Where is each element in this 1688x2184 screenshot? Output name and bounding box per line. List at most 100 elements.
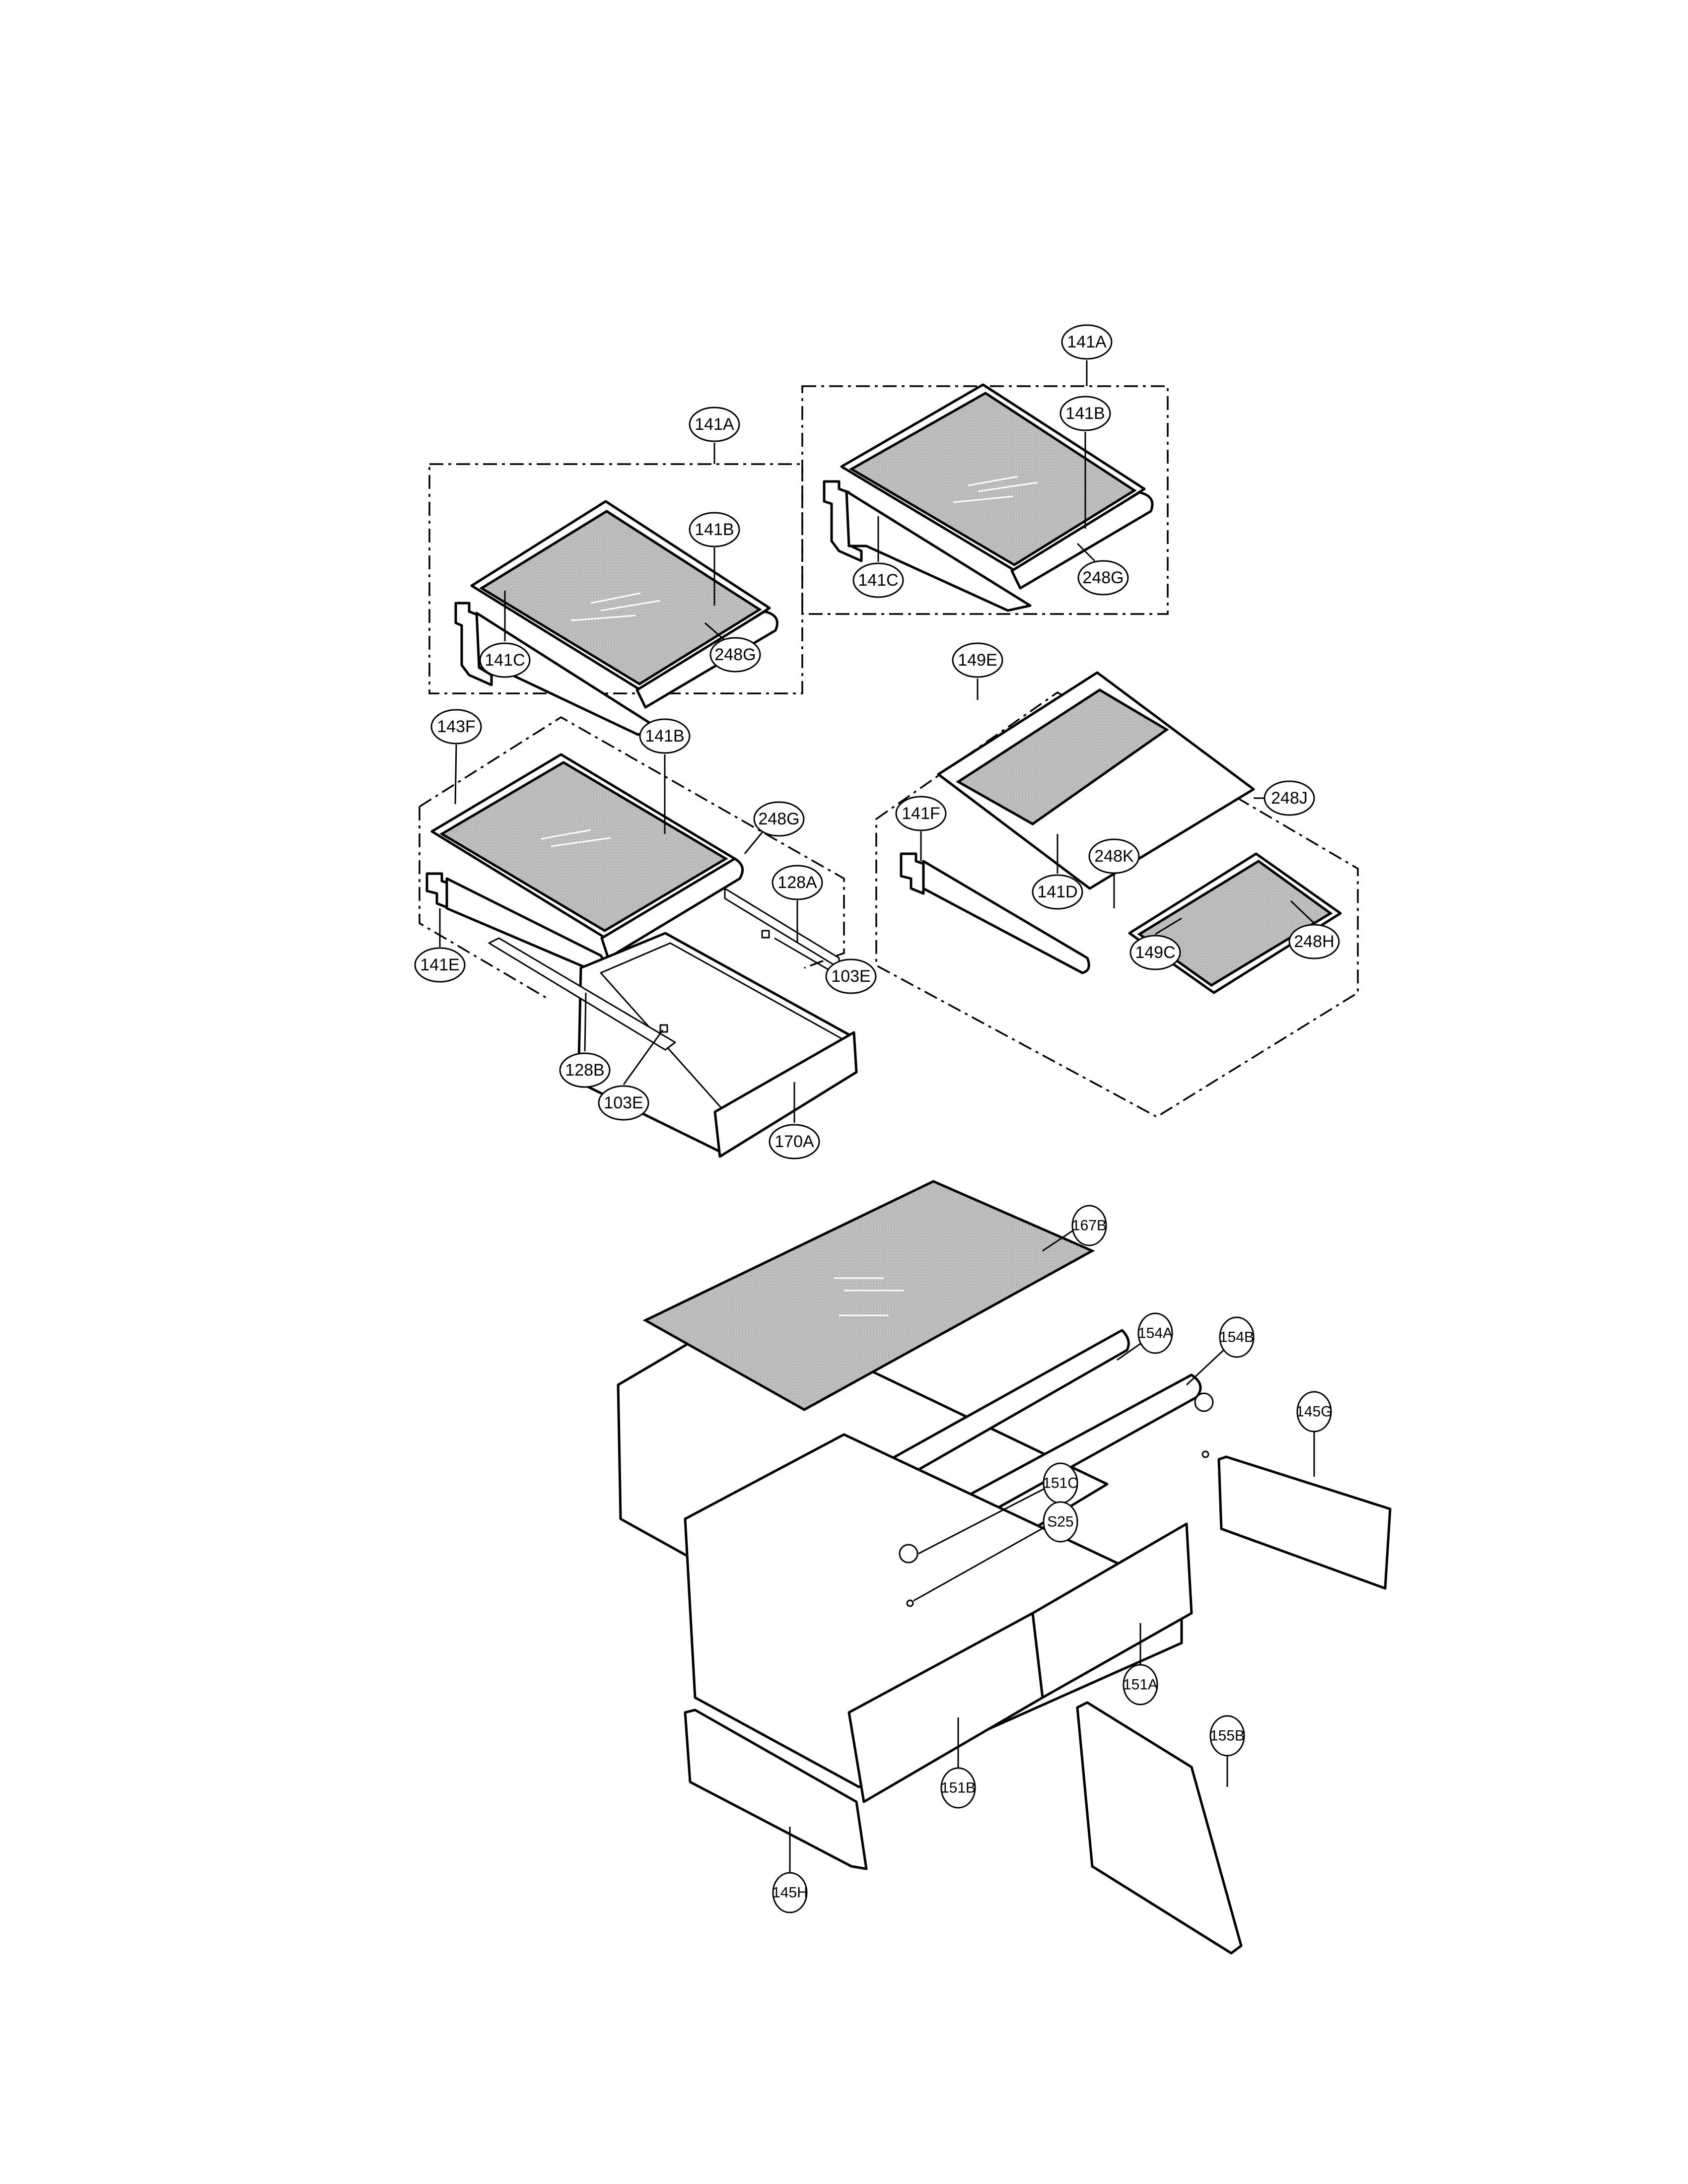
svg-text:248K: 248K [1094,847,1134,866]
svg-text:155B: 155B [1210,1728,1245,1744]
svg-text:248G: 248G [714,645,756,664]
label-155b: 155B [1209,1715,1245,1757]
drawer-front [713,1031,858,1158]
svg-text:141D: 141D [1037,883,1077,901]
svg-text:248G: 248G [1082,568,1124,587]
svg-text:248G: 248G [758,810,799,828]
glass-shelf-149c [1137,859,1333,987]
svg-text:141B: 141B [1065,404,1105,423]
split-shelf-assembly-149e [875,671,1359,1118]
label-141f: 141F [895,796,947,831]
label-143f: 143F [430,709,482,745]
screw-s25 [1201,1450,1209,1458]
label-154b: 154B [1219,1316,1255,1358]
label-248h: 248H [1288,924,1340,959]
crisper-cover-glass-167b [642,1180,1095,1411]
svg-text:154A: 154A [1138,1325,1173,1342]
assembly-boundary-143f [419,716,845,999]
svg-text:141B: 141B [645,727,684,746]
svg-text:149E: 149E [958,651,997,670]
drawer-slide-128a [724,887,840,969]
label-151a: 151A [1123,1664,1158,1706]
label-128b: 128B [559,1052,611,1088]
label-145g: 145G [1296,1391,1333,1433]
svg-text:141B: 141B [695,520,734,539]
svg-text:248J: 248J [1271,789,1308,808]
svg-text:141A: 141A [1067,333,1107,351]
label-151c: 151C [1043,1462,1078,1504]
shelf-bracket-141f [900,852,925,895]
damper-dial-151c [1194,1392,1214,1412]
label-248k: 248K [1088,838,1140,874]
svg-text:141E: 141E [420,956,459,974]
label-141c-right: 141C [852,562,904,598]
label-141b-right: 141B [1059,396,1111,431]
label-141e: 141E [414,947,466,983]
side-rail [922,860,1090,974]
shelf-front-trim-248g [600,857,744,959]
glass-shelf-141b [849,392,1137,566]
crisper-support-155b [1076,1701,1243,1955]
svg-text:S25: S25 [1047,1514,1073,1530]
label-141a-right: 141A [1061,324,1113,360]
shelf-bracket-141c [823,480,863,562]
drawer-slide-128b [488,937,676,1051]
svg-text:151B: 151B [941,1780,976,1796]
label-149c: 149C [1129,935,1181,970]
label-149e: 149E [952,642,1003,678]
svg-text:143F: 143F [437,717,476,736]
label-141a-left: 141A [689,407,740,442]
label-151b: 151B [940,1767,976,1809]
part-labels: 141A 141B 141C 248G 141A 141B 141C 248G … [414,324,1340,1913]
crisper-bin-151a [684,1433,1183,1788]
label-248g-right: 248G [1077,560,1129,596]
svg-text:154B: 154B [1219,1329,1254,1346]
svg-text:141F: 141F [902,804,940,823]
svg-text:145H: 145H [772,1885,808,1901]
assembly-boundary-left [428,463,803,694]
assembly-boundary-149e [875,691,1359,1118]
svg-text:167B: 167B [1072,1218,1107,1234]
svg-text:145G: 145G [1296,1404,1332,1420]
svg-text:151A: 151A [1123,1677,1158,1693]
shelf-front-trim-248g [635,610,778,709]
crisper-assembly [617,1180,1392,1955]
svg-text:128A: 128A [777,873,817,892]
label-141c-left: 141C [479,642,531,678]
svg-text:170A: 170A [774,1132,814,1151]
svg-text:151C: 151C [1043,1475,1078,1492]
svg-text:103E: 103E [604,1093,643,1112]
svg-text:103E: 103E [831,967,870,986]
assembly-boundary-right [801,385,1169,615]
shelf-front-trim-248g [1010,491,1154,590]
slide-stop-103e [761,930,770,939]
label-141b-mid: 141B [639,718,691,754]
label-248g-left: 248G [709,637,761,673]
label-103e-upper: 103E [825,958,877,994]
screw-s25 [906,1599,914,1607]
crisper-side-rail-145h [684,1708,868,1870]
crisper-side-rail-145g [1217,1455,1392,1590]
svg-text:248H: 248H [1294,932,1334,951]
label-128a: 128A [772,865,823,900]
label-141b-left: 141B [689,512,740,547]
label-170a: 170A [769,1124,820,1160]
label-248g-mid: 248G [753,801,805,837]
crisper-bin-151a-front [1031,1522,1193,1699]
shelf-assembly-141a-right [801,360,1169,615]
svg-text:141C: 141C [858,571,898,590]
label-141d: 141D [1032,874,1083,910]
glass-shelf-141b [439,761,728,932]
label-145h: 145H [772,1872,808,1913]
shelf-side-rail [845,490,1032,612]
label-154a: 154A [1137,1312,1173,1354]
damper-dial-151c [899,1544,918,1564]
svg-text:141A: 141A [695,415,734,434]
label-248j: 248J [1264,780,1315,816]
rear-glass [956,688,1169,825]
label-s25: S25 [1043,1501,1078,1543]
label-167b: 167B [1071,1205,1107,1246]
svg-text:149C: 149C [1135,943,1175,962]
